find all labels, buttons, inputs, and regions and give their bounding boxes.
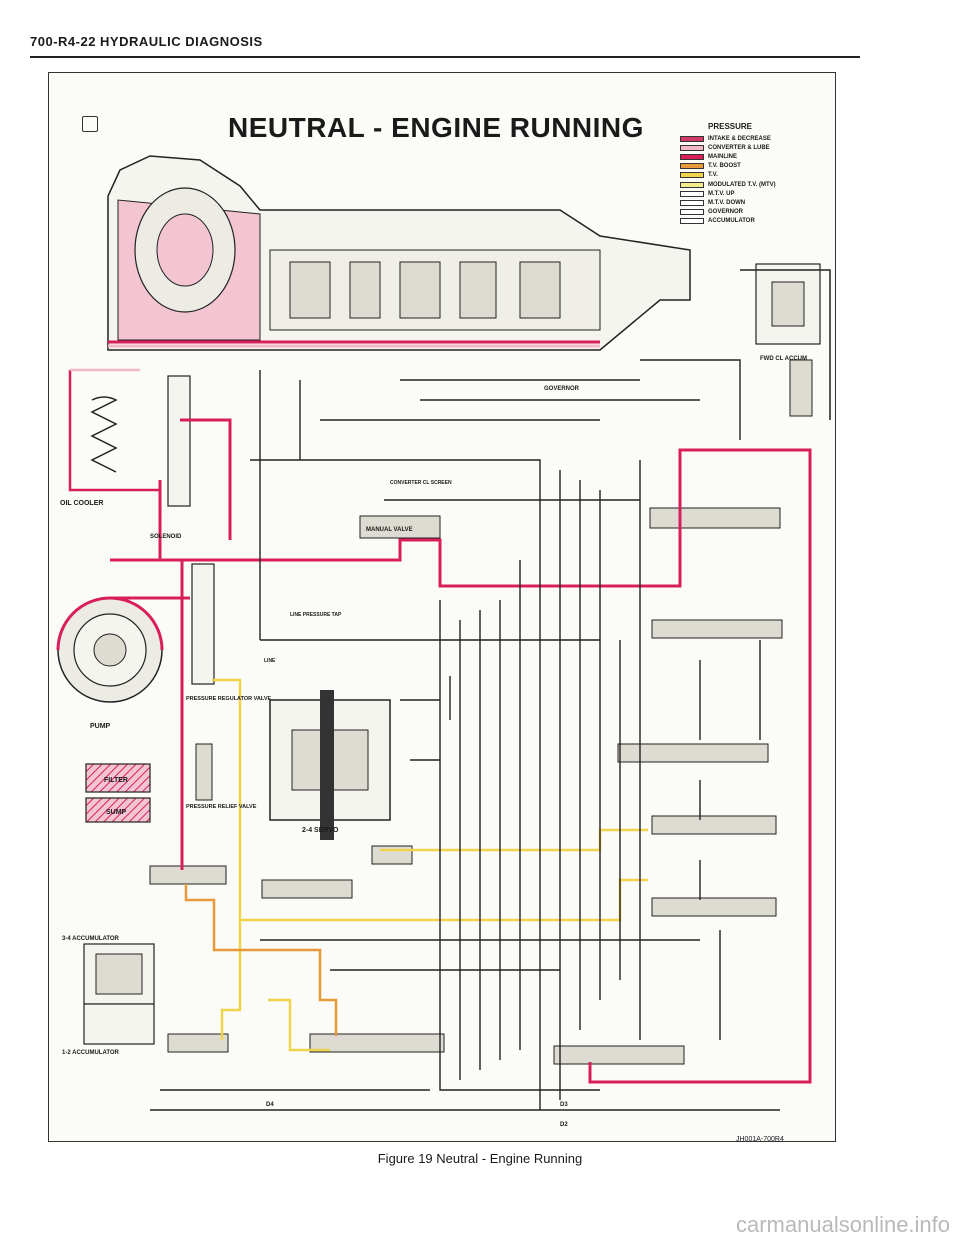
- governor-label: GOVERNOR: [544, 386, 580, 392]
- acc-34-label: 3-4 ACCUMULATOR: [62, 936, 120, 942]
- oil-cooler: [68, 368, 160, 492]
- accumulators: [83, 943, 155, 1045]
- legend-swatch: [680, 163, 704, 170]
- hydraulic-lines: [150, 359, 780, 1111]
- pressure-legend: PRESSURE INTAKE & DECREASE CONVERTER & LU…: [680, 122, 776, 226]
- legend-item: ACCUMULATOR: [680, 217, 776, 226]
- servo-label: 2-4 SERVO: [302, 827, 339, 834]
- legend-item: M.T.V. DOWN: [680, 198, 776, 207]
- legend-label: T.V.: [708, 172, 718, 179]
- d3-label: D3: [560, 1102, 568, 1108]
- legend-item: T.V.: [680, 171, 776, 180]
- converter-clutch-label: CONVERTER CL SCREEN: [390, 480, 452, 486]
- legend-item: CONVERTER & LUBE: [680, 143, 776, 152]
- pressure-relief-label: PRESSURE RELIEF VALVE: [186, 804, 257, 810]
- legend-label: T.V. BOOST: [708, 163, 741, 170]
- valve-spools: [149, 375, 783, 1065]
- legend-label: M.T.V. UP: [708, 190, 735, 197]
- figure-code: JH001A-700R4: [736, 1136, 784, 1143]
- sump-label: SUMP: [106, 809, 127, 816]
- legend-label: M.T.V. DOWN: [708, 199, 746, 206]
- filter-sump: [85, 763, 151, 823]
- legend-label: MAINLINE: [708, 153, 737, 160]
- legend-swatch: [680, 153, 704, 160]
- legend-item: MODULATED T.V. (MTV): [680, 180, 776, 189]
- line-label: LINE: [264, 658, 276, 664]
- legend-item: T.V. BOOST: [680, 162, 776, 171]
- d2-label: D2: [560, 1122, 568, 1128]
- pressure-regulator-label: PRESSURE REGULATOR VALVE: [186, 696, 271, 702]
- legend-swatch: [680, 172, 704, 179]
- legend-label: MODULATED T.V. (MTV): [708, 181, 776, 188]
- pump-label: PUMP: [90, 723, 111, 730]
- legend-swatch: [680, 199, 704, 206]
- oil-pump: [56, 596, 164, 703]
- acc-12-label: 1-2 ACCUMULATOR: [62, 1050, 120, 1056]
- legend-label: CONVERTER & LUBE: [708, 144, 770, 151]
- header-rule: [30, 56, 860, 58]
- diagram-title: NEUTRAL - ENGINE RUNNING: [228, 112, 644, 143]
- legend-item: INTAKE & DECREASE: [680, 134, 776, 143]
- mainline-circuit: [110, 418, 812, 1084]
- fwd-clutch-acc-label: FWD CL ACCUM: [760, 356, 807, 362]
- fwd-clutch-accumulator: [740, 263, 831, 420]
- legend-label: ACCUMULATOR: [708, 218, 755, 225]
- legend-title: PRESSURE: [708, 122, 753, 131]
- transmission-case: [107, 155, 691, 351]
- corner-marker-icon: [82, 116, 98, 132]
- tv-circuit: [184, 678, 648, 1052]
- d4-label: D4: [266, 1102, 274, 1108]
- watermark: carmanualsonline.info: [736, 1212, 951, 1237]
- filter-label: FILTER: [104, 777, 128, 784]
- diagram-labels: OIL COOLER PUMP FILTER SUMP PRESSURE REG…: [60, 356, 807, 1128]
- manual-valve-label: MANUAL VALVE: [366, 527, 413, 533]
- figure-caption: Figure 19 Neutral - Engine Running: [377, 1151, 583, 1166]
- legend-label: GOVERNOR: [708, 209, 744, 216]
- legend-item: M.T.V. UP: [680, 189, 776, 198]
- line-pressure-tap-label: LINE PRESSURE TAP: [290, 612, 342, 618]
- oil-cooler-label: OIL COOLER: [60, 500, 103, 507]
- legend-swatch: [680, 144, 704, 151]
- servo-2-4: [269, 690, 391, 840]
- legend-swatch: [680, 190, 704, 197]
- page-header: 700-R4-22 HYDRAULIC DIAGNOSIS: [30, 34, 263, 49]
- legend-swatch: [680, 135, 704, 142]
- legend-swatch: [680, 181, 704, 188]
- legend-item: MAINLINE: [680, 152, 776, 161]
- legend-item: GOVERNOR: [680, 208, 776, 217]
- legend-label: INTAKE & DECREASE: [708, 135, 771, 142]
- legend-swatch: [680, 218, 704, 225]
- legend-swatch: [680, 209, 704, 216]
- solenoid-label: SOLENOID: [150, 534, 182, 540]
